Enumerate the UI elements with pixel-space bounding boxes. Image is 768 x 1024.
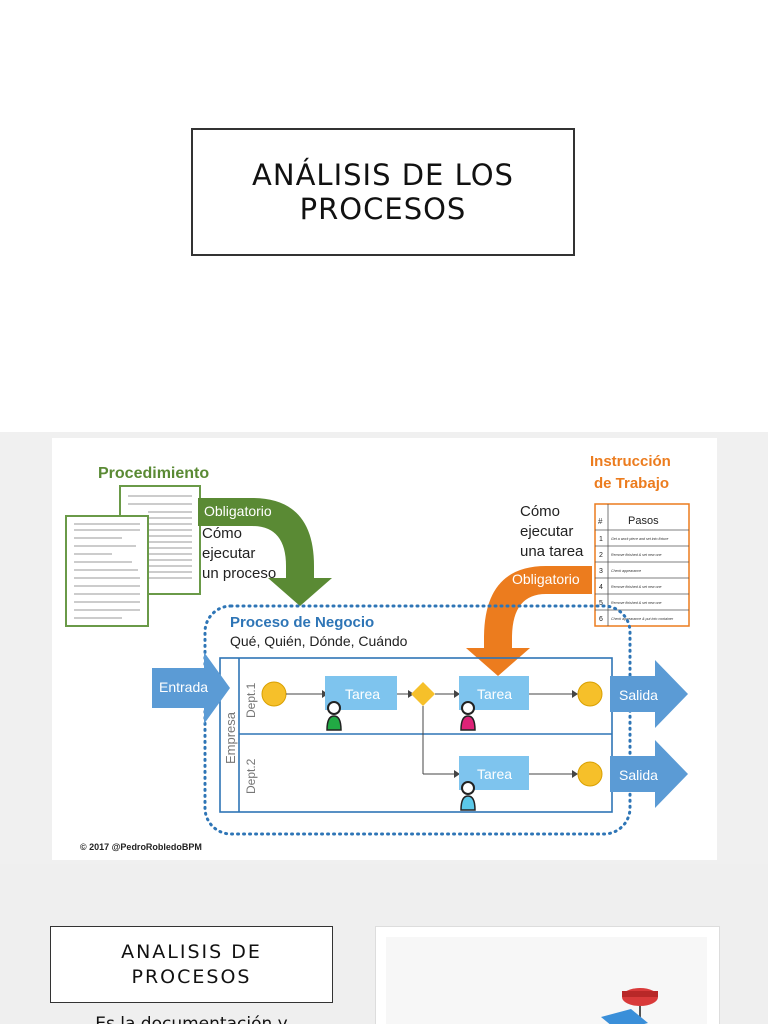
- end-event-1: [577, 681, 603, 707]
- step-num: 4: [599, 584, 603, 591]
- section-body: Es la documentación y: [95, 1014, 288, 1024]
- task-3-label: Tarea: [477, 766, 512, 782]
- empresa-label: Empresa: [223, 711, 238, 764]
- como-right-3: una tarea: [520, 543, 584, 560]
- salida-arrow-2: [610, 740, 688, 808]
- procedimiento-label: Procedimiento: [98, 465, 209, 482]
- obligatorio-left: Obligatorio: [204, 503, 272, 519]
- flowchart-icon: [601, 988, 658, 1024]
- step-text: Remove finished & set new one: [611, 601, 662, 605]
- procedure-document-icon: [65, 485, 201, 627]
- step-text: Remove finished & set new one: [611, 585, 662, 589]
- step-text: Remove finished & set new one: [611, 553, 662, 557]
- task-2-label: Tarea: [477, 686, 512, 702]
- como-right-1: Cómo: [520, 503, 560, 520]
- step-text: Check appearance: [611, 569, 641, 573]
- copyright: © 2017 @PedroRobledoBPM: [80, 842, 202, 852]
- process-diagram: Procedimiento Obligatorio Cómo ejecutar …: [52, 438, 717, 860]
- slide-title: ANÁLISIS DE LOS PROCESOS: [0, 0, 768, 432]
- como-left-3: un proceso: [202, 565, 276, 582]
- step-num: 5: [599, 600, 603, 607]
- salida-label-1: Salida: [619, 687, 658, 703]
- flowchart-image: [375, 926, 720, 1024]
- step-num: 6: [599, 616, 603, 623]
- person-icon: [326, 701, 342, 731]
- obligatorio-right: Obligatorio: [512, 571, 580, 587]
- flowchart-image-inner: [386, 937, 707, 1024]
- step-num: 1: [599, 536, 603, 543]
- process-boundary: [203, 604, 632, 836]
- salida-arrow-1: [610, 660, 688, 728]
- proceso-subtitle: Qué, Quién, Dónde, Cuándo: [230, 633, 408, 649]
- step-num: 3: [599, 568, 603, 575]
- como-left-1: Cómo: [202, 525, 242, 542]
- steps-table: # Pasos 1 2 3 4 5 6 Get a work piece and…: [594, 503, 690, 627]
- entrada-arrow: [152, 652, 230, 724]
- section-title-box: ANALISIS DE PROCESOS: [50, 926, 333, 1003]
- instruccion-label-1: Instrucción: [590, 453, 671, 470]
- task-1-label: Tarea: [345, 686, 380, 702]
- step-num: 2: [599, 552, 603, 559]
- dept2-label: Dept.2: [244, 758, 258, 794]
- section-title: ANALISIS DE PROCESOS: [121, 940, 262, 988]
- como-left-2: ejecutar: [202, 545, 255, 562]
- green-curved-arrow: [198, 498, 332, 606]
- person-icon: [460, 701, 476, 731]
- dept1-label: Dept.1: [244, 682, 258, 718]
- pool: [219, 657, 613, 813]
- person-icon: [460, 781, 476, 811]
- instruccion-label-2: de Trabajo: [594, 475, 669, 492]
- page-title: ANÁLISIS DE LOS PROCESOS: [252, 158, 514, 226]
- orange-curved-arrow: [466, 566, 592, 676]
- gateway-diamond: [411, 682, 435, 706]
- slide-diagram: Procedimiento Obligatorio Cómo ejecutar …: [0, 432, 768, 864]
- steps-hash: #: [598, 517, 603, 526]
- step-text: Check appearance & put into container: [611, 617, 674, 621]
- step-text: Get a work piece and set into fixture: [611, 537, 668, 541]
- title-box: ANÁLISIS DE LOS PROCESOS: [191, 128, 575, 256]
- salida-label-2: Salida: [619, 767, 658, 783]
- entrada-label: Entrada: [159, 679, 208, 695]
- start-event: [261, 681, 287, 707]
- como-right-2: ejecutar: [520, 523, 573, 540]
- steps-header: Pasos: [628, 515, 659, 527]
- proceso-title: Proceso de Negocio: [230, 614, 374, 631]
- slide-analisis: ANALISIS DE PROCESOS Es la documentación…: [0, 864, 768, 1024]
- end-event-2: [577, 761, 603, 787]
